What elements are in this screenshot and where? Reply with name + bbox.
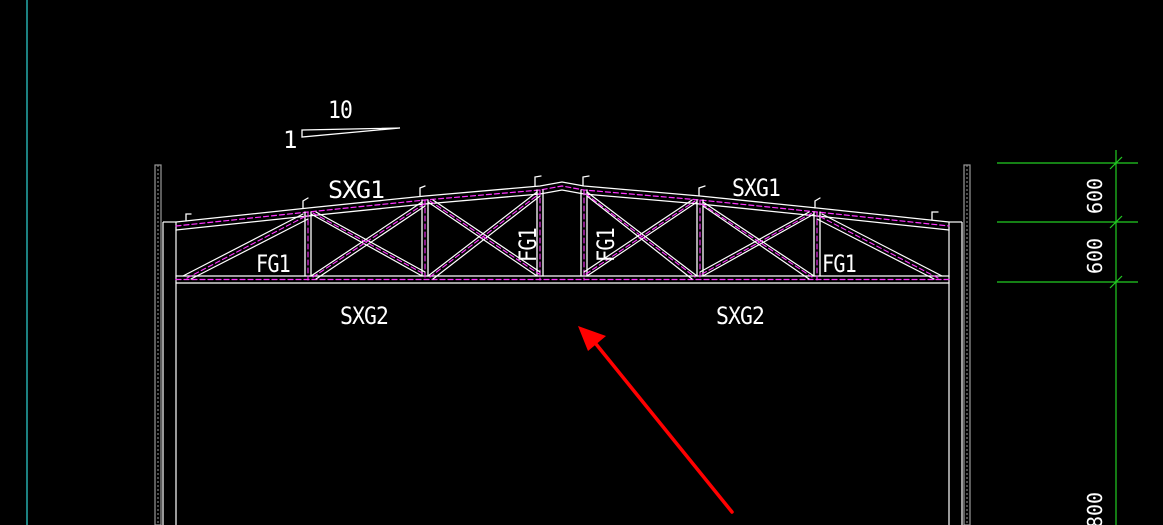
right-column [948,164,971,525]
annotation-arrow [578,326,734,514]
top-chord [175,181,950,231]
truss-diagonals [182,191,943,280]
truss-diagonal-centerlines [186,193,939,279]
dimension-upper-label: 600 [1083,178,1107,214]
web-left-outer-label: FG1 [256,250,290,278]
left-column [154,164,177,525]
truss [175,175,950,284]
dimension-bottom-label: 800 [1083,492,1107,525]
web-right-outer-label: FG1 [822,250,856,278]
truss-verticals [304,189,821,277]
dimension-chain [997,150,1138,525]
top-chord-right-label: SXG1 [732,174,780,202]
bottom-chord-left-label: SXG2 [340,302,388,330]
slope-indicator: 10 1 [283,96,401,154]
top-chord-centerline [175,185,950,227]
purlins [185,175,939,222]
slope-rise-label: 1 [283,126,296,154]
web-left-center-label: FG1 [514,228,542,262]
bottom-chord-right-label: SXG2 [716,302,764,330]
dimension-lower-label: 600 [1083,238,1107,274]
web-right-center-label: FG1 [592,228,620,262]
top-chord-left-label: SXG1 [328,176,384,204]
truss-vertical-centerlines [307,189,818,281]
slope-run-label: 10 [328,96,352,124]
